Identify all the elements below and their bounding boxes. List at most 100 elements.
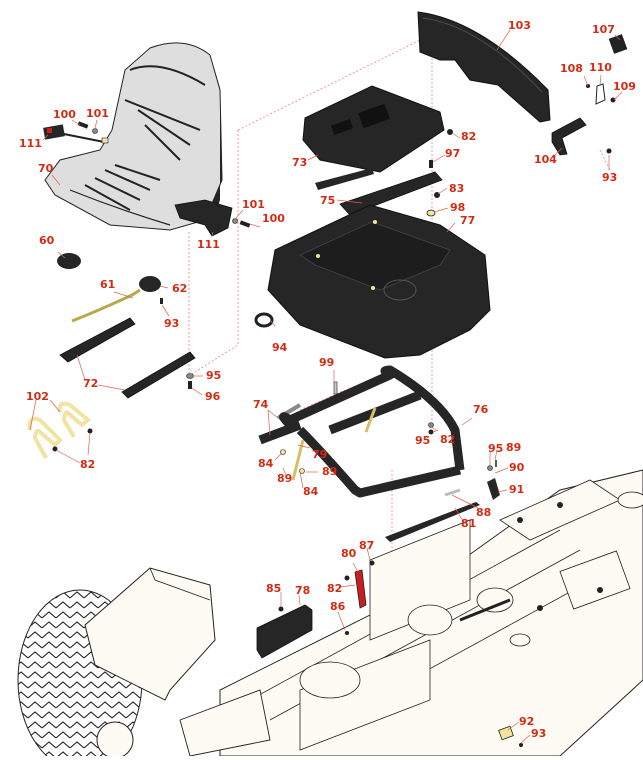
callout-91: 91	[509, 483, 525, 496]
part-102-straps	[27, 401, 92, 459]
part-86-bolt	[345, 631, 349, 635]
callout-88: 88	[476, 506, 492, 519]
callout-86: 86	[330, 600, 346, 613]
fender-side-panel	[179, 689, 271, 757]
part-95-washer-2	[428, 422, 434, 428]
part-99-bolt	[333, 381, 338, 395]
callout-98: 98	[450, 201, 466, 214]
tractor-chassis	[219, 469, 643, 757]
callout-95-right: 95	[488, 442, 504, 455]
callout-73: 73	[292, 156, 308, 169]
callout-101-left: 101	[86, 107, 109, 120]
part-73-seat-suspension	[302, 85, 445, 190]
callout-100-left: 100	[53, 108, 76, 121]
callout-93-left: 93	[164, 317, 180, 330]
callout-87: 87	[359, 539, 375, 552]
callout-99: 99	[319, 356, 335, 369]
callout-89-left: 89	[277, 472, 293, 485]
part-60-knob	[57, 253, 81, 269]
callout-61: 61	[100, 278, 116, 291]
callout-82-mid: 82	[440, 433, 456, 446]
callout-84-upper: 84	[258, 457, 274, 470]
part-78-cover-plate	[256, 604, 313, 659]
callout-103: 103	[508, 19, 531, 32]
callout-84-lower: 84	[303, 485, 319, 498]
part-70-seat	[44, 42, 223, 231]
part-81-plate	[385, 502, 480, 542]
part-111-seat-belt-retractor	[174, 199, 233, 237]
callout-95-mid: 95	[415, 434, 431, 447]
part-93-screw-3	[519, 743, 523, 747]
callout-100-right: 100	[262, 212, 285, 225]
part-103-seat-back-shroud	[417, 11, 551, 123]
part-96-bolt	[188, 381, 192, 389]
callout-89-right: 89	[506, 441, 522, 454]
callout-82-left: 82	[80, 458, 96, 471]
callout-83: 83	[449, 182, 465, 195]
callout-75: 75	[320, 194, 336, 207]
callout-110: 110	[589, 61, 612, 74]
callout-80: 80	[341, 547, 357, 560]
part-93-screw-2	[160, 298, 163, 304]
part-91-latch	[487, 478, 500, 500]
callout-111-right: 111	[197, 238, 220, 251]
callout-102: 102	[26, 390, 49, 403]
part-80-bracket	[354, 569, 367, 609]
callout-94: 94	[272, 341, 288, 354]
part-79-support-rod	[291, 439, 305, 481]
part-61-wire-harness	[71, 288, 141, 323]
callout-104: 104	[534, 153, 557, 166]
part-82-nut-5	[344, 575, 350, 581]
callout-79: 79	[312, 448, 328, 461]
callout-77: 77	[460, 214, 476, 227]
callout-76: 76	[473, 403, 489, 416]
part-72-slide-rail-left	[59, 317, 136, 363]
callout-60: 60	[39, 234, 55, 247]
part-87-bolt	[369, 560, 375, 566]
callout-82-top: 82	[461, 130, 477, 143]
part-93-screw	[606, 148, 612, 154]
callout-81: 81	[461, 517, 477, 530]
callout-70: 70	[38, 162, 54, 175]
part-62-seat-switch	[139, 276, 161, 292]
part-101-washer	[92, 128, 98, 134]
part-107-decal	[608, 34, 628, 54]
part-100-bolt	[77, 121, 89, 129]
part-111-seat-belt-buckle	[43, 124, 109, 144]
callout-90: 90	[509, 461, 525, 474]
part-72-slide-rail-right	[121, 351, 196, 399]
callout-109: 109	[613, 80, 636, 93]
callout-74: 74	[253, 398, 269, 411]
callout-leader-lines	[29, 29, 623, 744]
part-101-washer-right	[232, 218, 238, 224]
callout-108: 108	[560, 62, 583, 75]
part-82-nut-4	[428, 429, 434, 435]
part-92-decal	[498, 725, 514, 741]
callout-92: 92	[519, 715, 535, 728]
part-109-nut	[610, 97, 616, 103]
part-104-bracket	[551, 117, 587, 156]
callout-96: 96	[205, 390, 221, 403]
callout-62: 62	[172, 282, 188, 295]
callout-93-right: 93	[602, 171, 618, 184]
callout-93-bottom: 93	[531, 727, 547, 740]
part-95-washer-3	[487, 465, 493, 471]
part-77-seat-pan-cover	[267, 204, 491, 359]
callout-85: 85	[266, 582, 282, 595]
part-75-seat-plate	[339, 171, 443, 216]
callout-97: 97	[445, 147, 461, 160]
part-85-nut	[278, 606, 284, 612]
part-94-grommet	[254, 312, 274, 328]
part-79-support-rod-2	[364, 407, 377, 433]
part-110-bracket	[595, 83, 606, 105]
callout-78: 78	[295, 584, 311, 597]
callout-95-left: 95	[206, 369, 222, 382]
callout-111-left: 111	[19, 137, 42, 150]
part-82-nut-2	[87, 428, 93, 434]
part-88-bolt	[444, 488, 461, 497]
fender	[84, 567, 216, 701]
callout-82-lower: 82	[327, 582, 343, 595]
callout-101-right: 101	[242, 198, 265, 211]
part-98-washer	[426, 209, 436, 217]
